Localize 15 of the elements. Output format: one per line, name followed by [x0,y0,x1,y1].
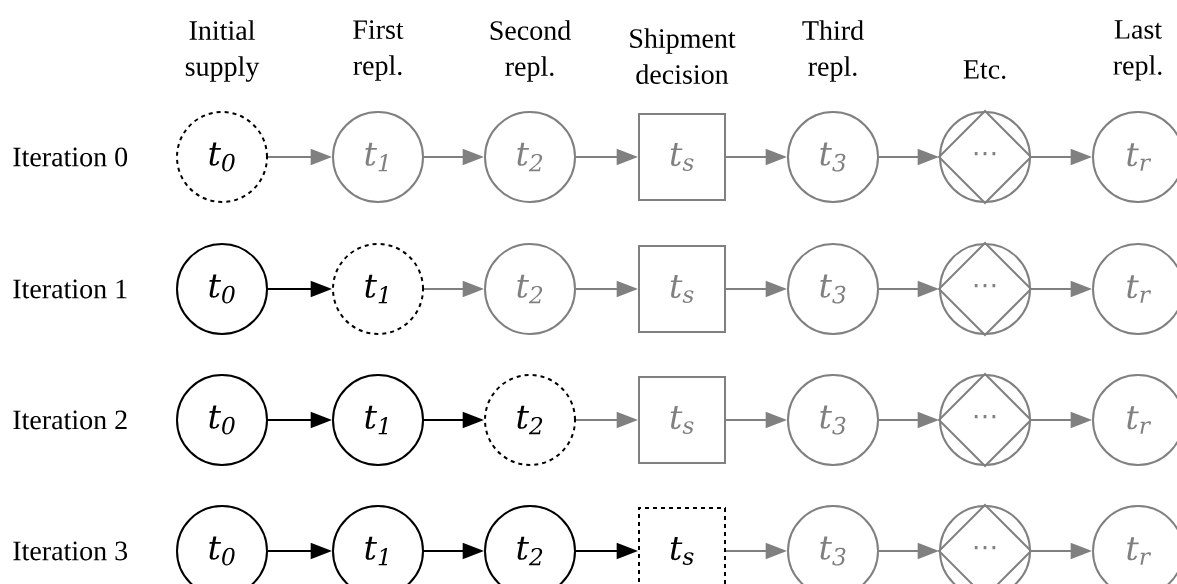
column-heading: Initial supply [185,20,260,82]
column-heading: First repl. [353,20,404,81]
column-heading: Last repl. [1113,20,1162,81]
decision-box: t$_{s}$ [638,376,726,464]
column-heading: Etc. [963,60,1006,79]
row-label: Iteration 3 [13,541,128,561]
decision-box: t$_{s}$ [638,507,726,584]
row-label: Iteration 2 [13,410,127,430]
decision-box: t$_{s}$ [638,113,726,201]
row-label: Iteration 1 [13,279,127,299]
column-heading: Third repl. [802,20,864,82]
column-heading: Second repl. [490,20,571,82]
decision-box: t$_{s}$ [638,245,726,333]
row-label: Iteration 0 [13,147,128,167]
column-heading: Shipment decision [630,28,736,84]
